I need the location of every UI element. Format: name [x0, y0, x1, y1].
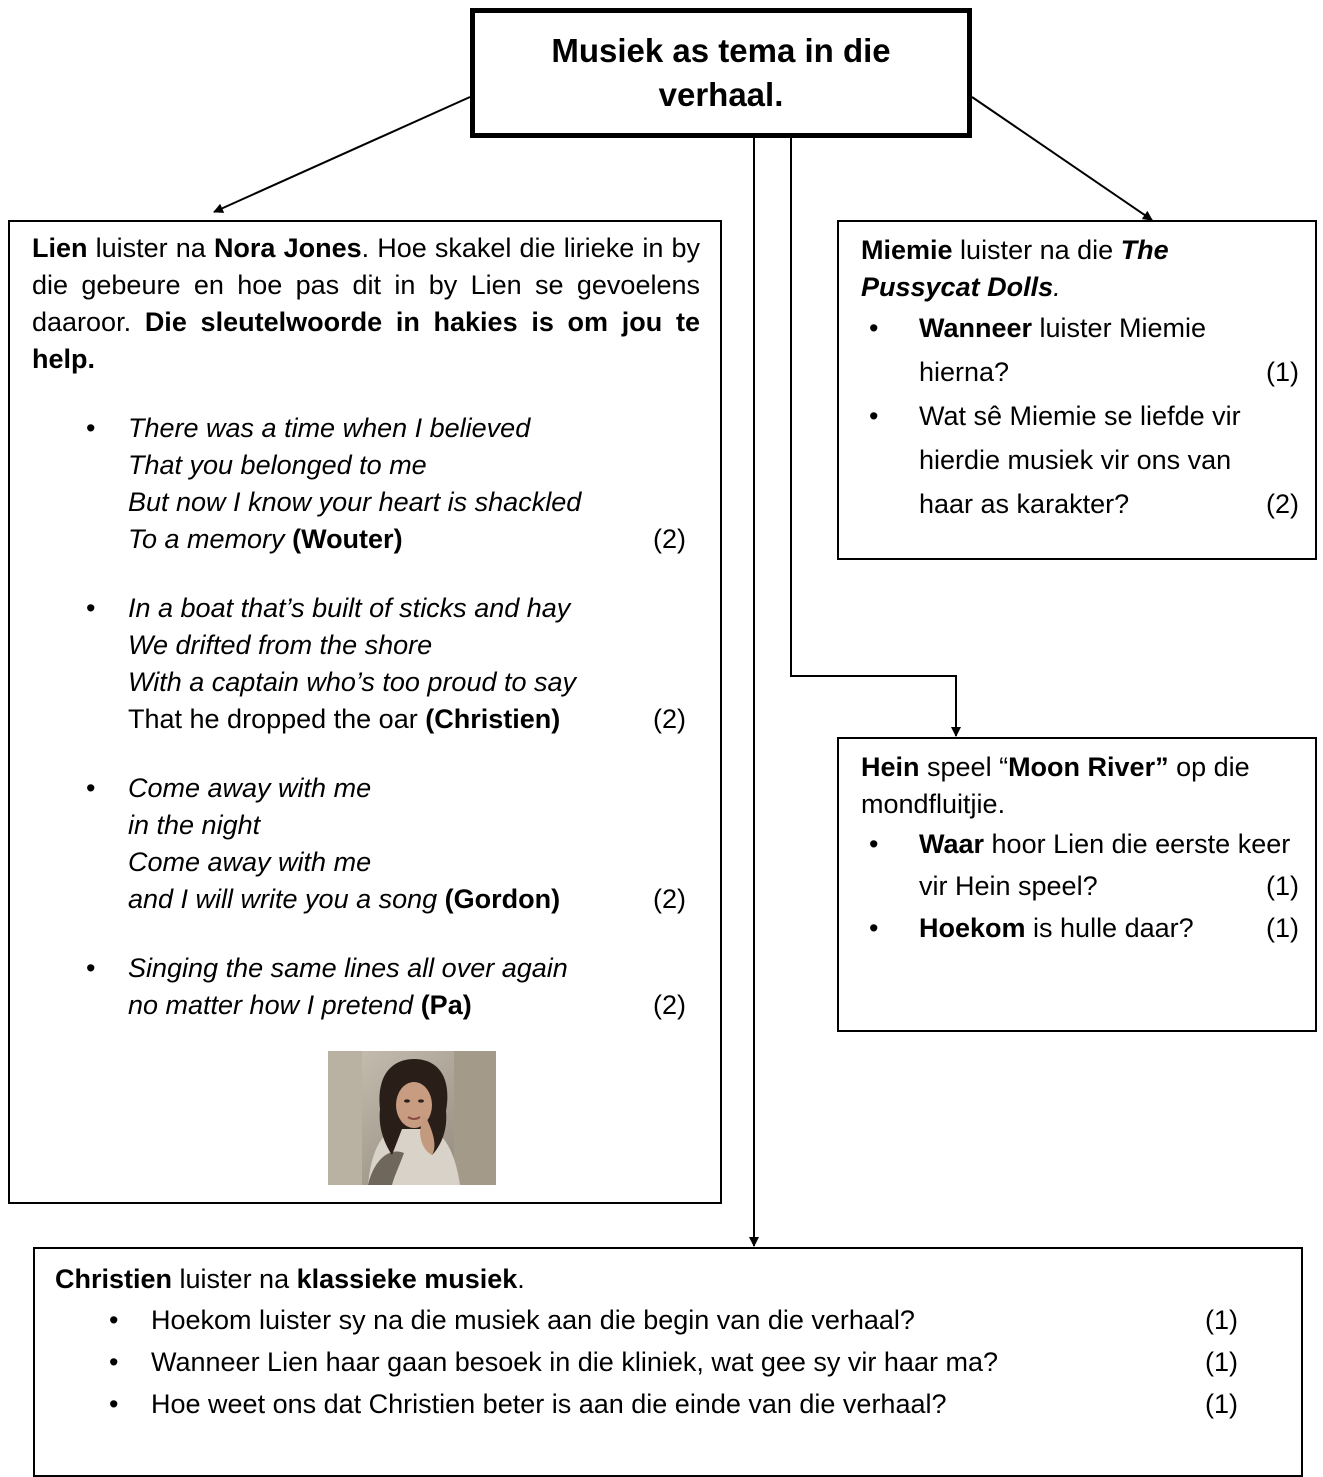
christien-intro: Christien luister na klassieke musiek.	[55, 1259, 1281, 1299]
lyric-line: To a memory (Wouter)	[128, 521, 686, 558]
bullet-icon: •	[86, 593, 96, 623]
bullet-icon: •	[869, 313, 879, 343]
lyric-line-text: To a memory	[128, 524, 285, 554]
bullet-icon: •	[86, 413, 96, 443]
question-item: • Hoekom luister sy na die musiek aan di…	[55, 1299, 1281, 1341]
question-text: Hoe weet ons dat Christien beter is aan …	[151, 1389, 947, 1419]
bullet-icon: •	[86, 953, 96, 983]
lyric-line: and I will write you a song (Gordon)	[128, 881, 686, 918]
genre-name: klassieke musiek	[296, 1264, 518, 1294]
lien-box: Lien luister na Nora Jones. Hoe skakel d…	[8, 220, 722, 1204]
question-keyword: Wanneer	[919, 313, 1033, 343]
question-item: • Wanneer luister Miemie hierna? (1)	[861, 306, 1299, 394]
question-item: • Waar hoor Lien die eerste keer vir Hei…	[861, 823, 1299, 907]
hein-intro: Hein speel “Moon River” op die mondfluit…	[861, 749, 1291, 823]
question-text: Wat sê Miemie se liefde vir hierdie musi…	[919, 401, 1241, 519]
mark: (2)	[653, 884, 686, 914]
lyric-line: That he dropped the oar (Christien)	[128, 701, 686, 738]
song-name: Moon River”	[1008, 752, 1169, 782]
lyric-line-text: no matter how I pretend	[128, 990, 414, 1020]
lyric-key: (Gordon)	[444, 884, 561, 914]
lien-text-1: luister na	[87, 233, 214, 263]
lyric-line: But now I know your heart is shackled	[128, 487, 582, 517]
lyric-key: (Wouter)	[292, 524, 403, 554]
lien-intro: Lien luister na Nora Jones. Hoe skakel d…	[32, 230, 700, 378]
bullet-icon: •	[109, 1305, 119, 1335]
lien-hint: Die sleutelwoorde in hakies is om jou te…	[32, 307, 700, 374]
miemie-dot: .	[1053, 272, 1061, 302]
mark: (1)	[1266, 871, 1299, 901]
lyric-key: (Christien)	[425, 704, 561, 734]
arrow-to-miemie	[971, 96, 1153, 221]
christien-dot: .	[517, 1264, 525, 1294]
bullet-icon: •	[109, 1347, 119, 1377]
mark: (1)	[1205, 1389, 1238, 1419]
mark: (1)	[1266, 913, 1299, 943]
bullet-icon: •	[869, 913, 879, 943]
diagram-title: Musiek as tema in die verhaal.	[551, 32, 891, 113]
question-item: • Wat sê Miemie se liefde vir hierdie mu…	[861, 394, 1299, 526]
question-text: is hulle daar?	[1025, 913, 1194, 943]
lyric-line: There was a time when I believed	[128, 413, 531, 443]
lyric-line: With a captain who’s too proud to say	[128, 667, 577, 697]
lyric-line: Come away with me	[128, 773, 372, 803]
lyric-verse: • Come away with me in the night Come aw…	[86, 770, 686, 918]
christien-box: Christien luister na klassieke musiek. •…	[33, 1247, 1303, 1477]
mark: (1)	[1205, 1305, 1238, 1335]
lyric-line: That you belonged to me	[128, 450, 427, 480]
hein-text-2: op die mondfluitjie.	[861, 752, 1250, 819]
question-item: • Wanneer Lien haar gaan besoek in die k…	[55, 1341, 1281, 1383]
miemie-name: Miemie	[861, 235, 953, 265]
hein-text-1: speel “	[919, 752, 1009, 782]
lyric-line-text: and I will write you a song	[128, 884, 438, 914]
miemie-box: Miemie luister na die The Pussycat Dolls…	[837, 220, 1317, 560]
question-text: Wanneer Lien haar gaan besoek in die kli…	[151, 1347, 998, 1377]
mark: (2)	[1266, 489, 1299, 519]
question-keyword: Hoekom	[919, 913, 1026, 943]
lyric-line: in the night	[128, 810, 261, 840]
question-keyword: Waar	[919, 829, 985, 859]
lyric-line: In a boat that’s built of sticks and hay	[128, 593, 571, 623]
mark: (1)	[1205, 1347, 1238, 1377]
mark: (2)	[653, 704, 686, 734]
lien-text-2: . Hoe skakel die lirieke in by die gebeu…	[32, 233, 700, 337]
bullet-icon: •	[86, 773, 96, 803]
question-text: Hoekom luister sy na die musiek aan die …	[151, 1305, 915, 1335]
christien-text: luister na	[172, 1264, 297, 1294]
lyric-line-text: That he dropped the oar	[128, 704, 418, 734]
lyric-line: Singing the same lines all over again	[128, 953, 568, 983]
mark: (2)	[653, 990, 686, 1020]
bullet-icon: •	[109, 1389, 119, 1419]
arrow-to-hein	[790, 138, 961, 737]
arrow-to-lien	[213, 96, 471, 213]
miemie-intro: Miemie luister na die The Pussycat Dolls…	[861, 232, 1291, 306]
bullet-icon: •	[869, 401, 879, 431]
hein-box: Hein speel “Moon River” op die mondfluit…	[837, 737, 1317, 1032]
mark: (1)	[1266, 357, 1299, 387]
christien-name: Christien	[55, 1264, 173, 1294]
title-box: Musiek as tema in die verhaal.	[470, 8, 972, 138]
question-item: • Hoe weet ons dat Christien beter is aa…	[55, 1383, 1281, 1425]
question-text: hoor Lien die eerste keer vir Hein speel…	[919, 829, 1291, 901]
band-name: The Pussycat Dolls	[861, 235, 1169, 302]
lyric-verse: • In a boat that’s built of sticks and h…	[86, 590, 686, 738]
lyric-line: Come away with me	[128, 847, 372, 877]
lyric-line: We drifted from the shore	[128, 630, 433, 660]
nora-jones-photo	[328, 1051, 496, 1185]
lyric-key: (Pa)	[420, 990, 472, 1020]
question-text: luister Miemie hierna?	[919, 313, 1207, 387]
question-item: • Hoekom is hulle daar? (1)	[861, 907, 1299, 949]
lien-name: Lien	[32, 233, 88, 263]
lyric-verse: • There was a time when I believed That …	[86, 410, 686, 558]
bullet-icon: •	[869, 829, 879, 859]
miemie-text: luister na die	[952, 235, 1121, 265]
lyric-verse: • Singing the same lines all over again …	[86, 950, 686, 1024]
lyric-line: no matter how I pretend (Pa)	[128, 987, 686, 1024]
mark: (2)	[653, 524, 686, 554]
hein-name: Hein	[861, 752, 920, 782]
artist-name: Nora Jones	[213, 233, 362, 263]
